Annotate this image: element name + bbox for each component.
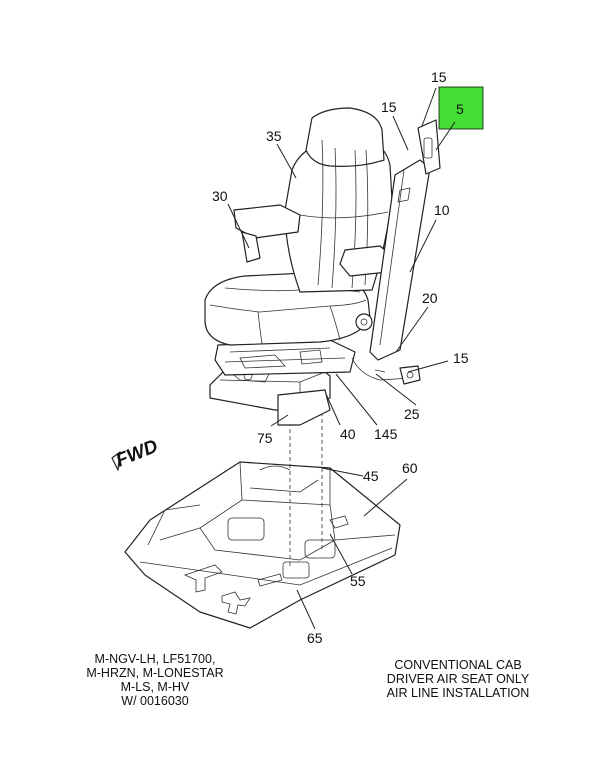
callout-60: 60 [402,460,418,476]
callouts: 15 15 5 35 30 10 20 15 25 145 40 75 45 6… [212,69,469,646]
callout-15-top: 15 [431,69,447,85]
caption-line: W/ 0016030 [121,694,189,708]
caption-line: M-LS, M-HV [120,680,190,694]
fwd-indicator: FWD [111,436,161,472]
belt-column [369,119,441,361]
callout-145: 145 [374,426,398,442]
projection-lines [289,398,323,568]
callout-55: 55 [350,573,366,589]
leader-lines [227,87,456,630]
callout-5-highlighted: 5 [456,101,464,117]
callout-75: 75 [257,430,273,446]
caption-line: AIR LINE INSTALLATION [386,686,530,700]
callout-15-fitting: 15 [453,350,469,366]
callout-10: 10 [434,202,450,218]
fwd-label: FWD [113,436,161,472]
air-control-knob [355,313,373,331]
seat-suspension [214,339,356,376]
caption-line: M-HRZN, M-LONESTAR [86,666,224,680]
armrests [233,204,393,277]
seat-riser [209,367,331,426]
callout-35: 35 [266,128,282,144]
callout-15-column: 15 [381,99,397,115]
floor-pan [124,461,401,629]
callout-40: 40 [340,426,356,442]
callout-20: 20 [422,290,438,306]
callout-25: 25 [404,406,420,422]
caption-line: CONVENTIONAL CAB [394,658,522,672]
callout-30: 30 [212,188,228,204]
caption-line: DRIVER AIR SEAT ONLY [386,672,530,686]
highlight-box [438,86,484,130]
callout-65: 65 [307,630,323,646]
applicability-caption: M-NGV-LH, LF51700, M-HRZN, M-LONESTAR M-… [70,652,240,708]
callout-45: 45 [363,468,379,484]
diagram-title-caption: CONVENTIONAL CAB DRIVER AIR SEAT ONLY AI… [368,658,548,700]
caption-line: M-NGV-LH, LF51700, [94,652,216,666]
